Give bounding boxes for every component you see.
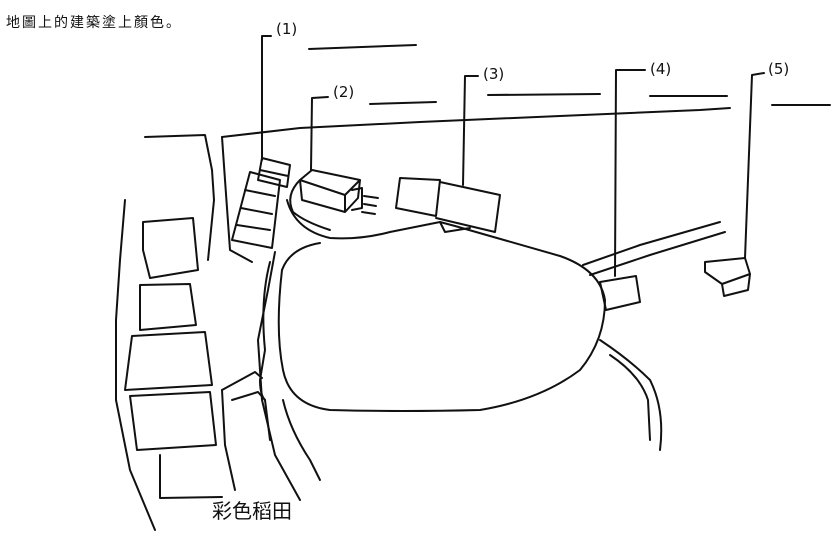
label-5: (5) [768, 60, 789, 78]
building-4 [599, 275, 641, 311]
building-5 [704, 257, 751, 297]
label-3: (3) [483, 65, 504, 83]
answer-lines [308, 44, 831, 106]
label-4: (4) [650, 60, 671, 78]
building-1 [231, 157, 291, 249]
leader-line-5 [744, 72, 765, 259]
label-2: (2) [333, 83, 354, 101]
roads [115, 107, 731, 531]
label-1: (1) [276, 20, 297, 38]
building-3 [395, 177, 501, 233]
building-2 [299, 169, 379, 215]
answer-line-2[interactable] [369, 101, 437, 105]
leader-line-4 [614, 69, 646, 277]
rice-field-label: 彩色稻田 [212, 499, 292, 523]
leader-line-3 [462, 75, 479, 186]
leader-line-1 [261, 35, 272, 161]
answer-line-3[interactable] [487, 93, 601, 96]
instruction-text: 地圖上的建築塗上顏色。 [6, 15, 182, 31]
rice-paddies [124, 217, 223, 499]
leader-line-2 [310, 96, 329, 171]
answer-line-1[interactable] [308, 44, 417, 50]
